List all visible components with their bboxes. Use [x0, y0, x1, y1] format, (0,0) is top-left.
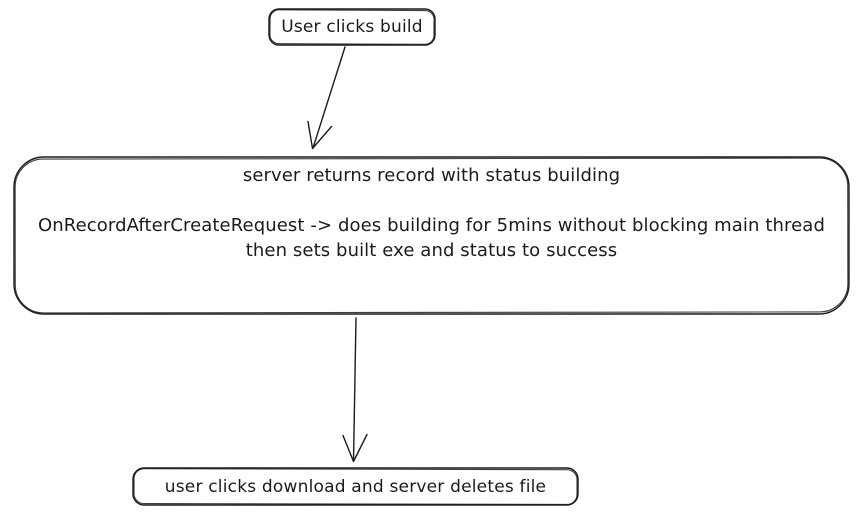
- arrowhead-icon: [342, 433, 368, 463]
- process-line-3: OnRecordAfterCreateRequest -> does build…: [38, 215, 825, 236]
- process-line-4: then sets built exe and status to succes…: [245, 240, 618, 261]
- process-line-1: server returns record with status buildi…: [242, 165, 621, 186]
- start-node-label: User clicks build: [281, 17, 423, 37]
- end-node-label: user clicks download and server deletes …: [164, 476, 547, 497]
- process-node-text: server returns record with status buildi…: [15, 163, 848, 263]
- arrow-start-to-process: [307, 46, 346, 150]
- process-line-2: [15, 188, 848, 213]
- arrowhead-icon: [307, 120, 333, 150]
- arrow-process-to-end: [342, 317, 368, 463]
